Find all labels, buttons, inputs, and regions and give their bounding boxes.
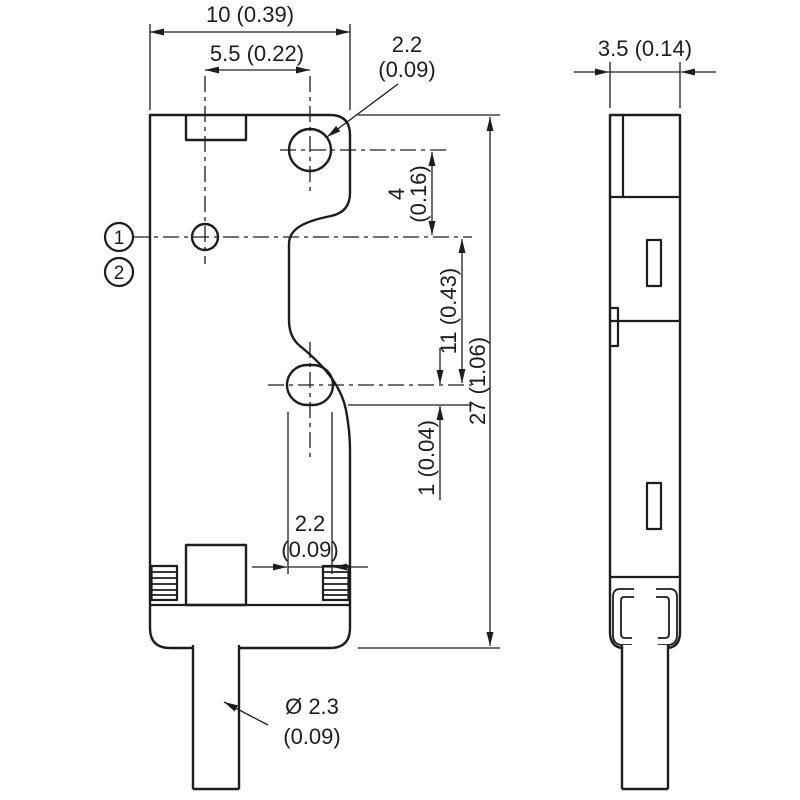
mounting-hole-top: [287, 127, 333, 173]
clamp-jaw-right-outer: [656, 588, 678, 646]
callout-2: 2: [103, 256, 135, 288]
indicator-led: [190, 222, 220, 252]
side-slot-upper: [645, 238, 663, 288]
dim-top-to-axis-label-1: 4: [384, 188, 409, 200]
clamp-jaw-left-inner: [620, 596, 634, 639]
front-cable: [191, 645, 241, 791]
dim-slot-width-label-1: 2.2: [295, 511, 326, 536]
callout-2-number: 2: [114, 263, 125, 284]
dim-hole-spacing-label: 5.5 (0.22): [210, 41, 304, 66]
cable-mask: [193, 645, 239, 789]
mounting-slot: [285, 363, 335, 407]
side-body-outline: [608, 113, 682, 650]
leader-line: [326, 83, 399, 138]
optical-window-notch: [184, 115, 248, 142]
centerlines: [133, 76, 472, 458]
side-step-notch: [610, 306, 620, 348]
dim-front-width-label: 10 (0.39): [206, 2, 294, 27]
side-view: [608, 113, 682, 650]
callout-1-number: 1: [114, 228, 125, 249]
dimension-side-width: 3.5 (0.14): [574, 36, 716, 108]
callout-circle-icon: [103, 221, 135, 253]
dim-cable-diameter-label-2: (0.09): [283, 724, 340, 749]
dim-axis-to-slot-label: 11 (0.43): [436, 268, 461, 354]
strain-relief-ribs-right: [321, 564, 350, 602]
dimension-axis-offset: 1 (0.04): [348, 348, 472, 500]
dim-top-hole-label-2: (0.09): [378, 57, 435, 82]
cable-entry: [184, 543, 248, 607]
side-slot-lower: [645, 481, 663, 531]
front-body-outline: [148, 113, 352, 650]
dim-top-hole-label-1: 2.2: [392, 32, 423, 57]
dimension-hole-spacing: 5.5 (0.22): [205, 41, 310, 74]
dim-overall-height-label: 27 (1.06): [465, 337, 490, 425]
front-view: [148, 113, 352, 650]
cable-mask: [622, 645, 668, 789]
dimension-top-hole: 2.2 (0.09): [326, 32, 436, 138]
clamp-jaw-right-inner: [656, 596, 670, 639]
dimension-slot-width: 2.2 (0.09): [252, 412, 368, 574]
dimension-top-to-axis: 4 (0.16): [384, 152, 436, 235]
side-cable: [620, 645, 670, 791]
dim-side-width-label: 3.5 (0.14): [598, 36, 692, 61]
dim-slot-width-label-2: (0.09): [281, 537, 338, 562]
dim-axis-offset-label: 1 (0.04): [414, 420, 439, 496]
clamp-jaw-left-outer: [612, 588, 634, 646]
rib-band: [150, 564, 179, 602]
dimension-front-width: 10 (0.39): [149, 2, 351, 110]
callout-1: 1: [103, 221, 135, 253]
dimension-axis-to-slot: 11 (0.43): [436, 239, 466, 383]
cable-clamp: [612, 588, 678, 646]
leader-line: [223, 701, 269, 726]
dim-cable-diameter-label-1: Ø 2.3: [285, 694, 339, 719]
callout-circle-icon: [103, 256, 135, 288]
dimension-cable-diameter: Ø 2.3 (0.09): [223, 694, 341, 749]
dim-top-to-axis-label-2: (0.16): [406, 165, 431, 222]
dimension-overall-height: 27 (1.06): [358, 114, 500, 649]
strain-relief-ribs-left: [150, 564, 179, 602]
